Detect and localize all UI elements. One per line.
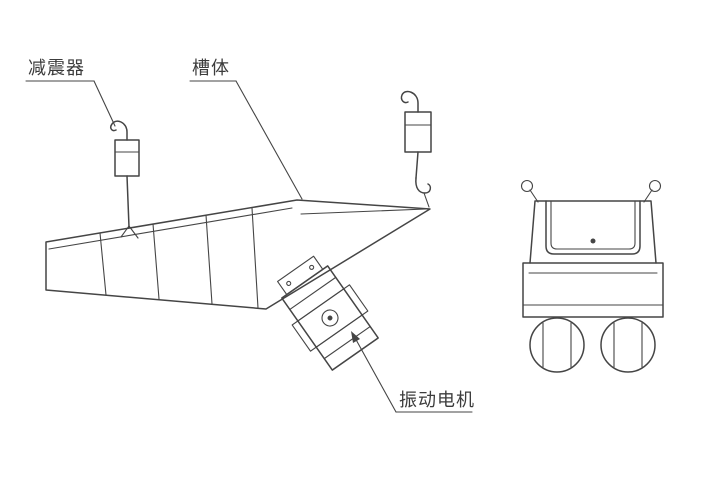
right-hanger-lower-hook [415, 177, 432, 194]
end-trough-channel-inner [550, 200, 636, 250]
end-motor-right [600, 317, 656, 373]
right-damper-body [404, 111, 432, 153]
end-motor-left [529, 317, 585, 373]
end-right-hook-ring [648, 179, 662, 193]
trough-rib [152, 223, 160, 300]
trough-rib [251, 207, 259, 309]
motor-body [281, 265, 379, 371]
annotations: 减震器 槽体 振动电机 [25, 58, 475, 413]
trough-spout-inner-line [300, 208, 427, 215]
vibration-motor [277, 255, 379, 371]
motor-shaft-center [327, 315, 333, 321]
label-damper-leader [93, 80, 116, 127]
trough-rib [205, 214, 213, 305]
label-motor: 振动电机 [399, 390, 475, 411]
end-left-hook-stem [529, 189, 539, 203]
trough-outline [45, 199, 431, 310]
end-trough-cross-section [529, 200, 657, 264]
motor-shaft-circle [321, 309, 339, 327]
end-motor-right-circle [600, 317, 656, 373]
trough-body [45, 199, 431, 310]
motor-segment-line [297, 288, 345, 322]
left-damper-body [114, 139, 140, 177]
end-base-frame [522, 262, 664, 318]
label-motor-arrowhead [351, 331, 360, 343]
end-trough-channel-outer [545, 200, 641, 255]
end-view-right-hook [643, 179, 662, 203]
end-view [520, 179, 664, 373]
right-hanger-rod [415, 151, 419, 179]
end-view-left-hook [520, 179, 539, 203]
left-hanger-hook [110, 120, 128, 141]
motor-segment-line [323, 325, 371, 360]
left-hanger-damper [110, 120, 140, 228]
trough-rib [99, 232, 107, 296]
label-trough-leader [235, 80, 303, 200]
label-damper: 减震器 [28, 58, 85, 79]
end-center-mark [590, 238, 596, 244]
motor-mount-bolt [309, 264, 315, 270]
motor-segment-line [315, 314, 363, 348]
end-motor-left-circle [529, 317, 585, 373]
right-hanger-damper [400, 90, 432, 208]
end-left-hook-ring [520, 179, 534, 193]
end-trough-outline [529, 200, 657, 264]
end-right-hook-stem [643, 189, 653, 203]
motor-segment-line [289, 276, 337, 311]
label-motor-leader [353, 335, 397, 413]
left-hanger-rod [126, 175, 130, 228]
motor-mount-bolt [286, 280, 292, 286]
right-hanger-link [423, 192, 430, 208]
end-base-outline [522, 262, 664, 318]
label-trough: 槽体 [192, 58, 230, 79]
right-hanger-hook [400, 90, 419, 113]
trough-inner-top-line [48, 207, 293, 250]
side-view: 减震器 槽体 振动电机 [25, 58, 475, 413]
